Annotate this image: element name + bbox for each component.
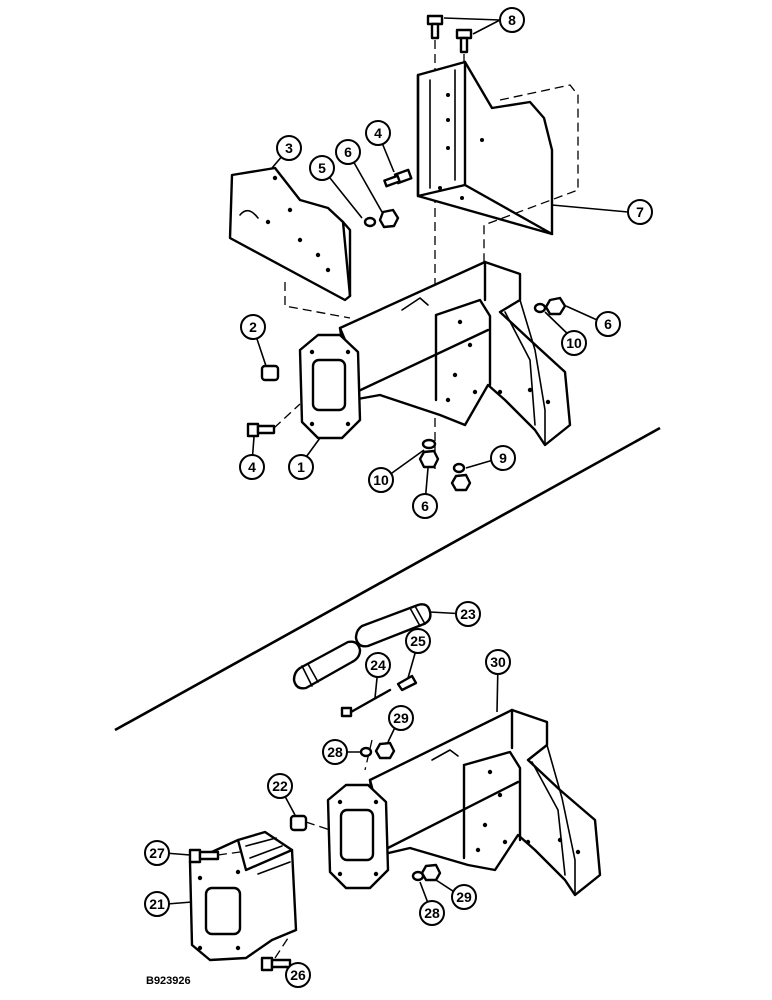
bolt-8a <box>426 14 444 40</box>
callout-label: 9 <box>499 450 507 466</box>
nut-6-lower-b <box>450 473 472 492</box>
callout-label: 6 <box>604 316 612 332</box>
callout-10-upper: 10 <box>561 330 587 356</box>
callout-label: 26 <box>290 967 306 983</box>
callout-5: 5 <box>309 155 335 181</box>
adapter-21 <box>188 830 298 962</box>
callout-3: 3 <box>276 135 302 161</box>
callout-21: 21 <box>144 891 170 917</box>
callout-6-lower: 6 <box>412 493 438 519</box>
callout-label: 23 <box>460 606 476 622</box>
callout-label: 10 <box>373 472 389 488</box>
bolt-27 <box>188 848 220 864</box>
callout-label: 22 <box>272 778 288 794</box>
bolt-4-lower <box>246 422 276 438</box>
nut-29-upper <box>374 741 396 760</box>
callout-label: 28 <box>327 744 343 760</box>
callout-label: 3 <box>285 140 293 156</box>
callout-label: 5 <box>318 160 326 176</box>
nut-6-right <box>544 296 567 316</box>
callout-2: 2 <box>240 314 266 340</box>
flange-30 <box>326 783 390 890</box>
frame-30 <box>368 708 602 897</box>
drawing-reference: B923926 <box>146 975 191 987</box>
washer-5 <box>363 216 377 228</box>
callout-label: 27 <box>149 845 165 861</box>
callout-label: 21 <box>149 896 165 912</box>
callout-label: 25 <box>410 633 426 649</box>
bolt-24 <box>340 688 392 718</box>
callout-label: 28 <box>424 905 440 921</box>
plate-3 <box>228 166 352 302</box>
bracket-7 <box>416 60 554 236</box>
callout-28-lower: 28 <box>419 900 445 926</box>
callout-label: 6 <box>421 498 429 514</box>
callout-label: 30 <box>490 654 506 670</box>
callout-label: 2 <box>249 319 257 335</box>
callout-9: 9 <box>490 445 516 471</box>
callout-6-upper: 6 <box>335 139 361 165</box>
callout-29-lower: 29 <box>451 884 477 910</box>
callout-7: 7 <box>627 199 653 225</box>
nut-6-lower-a <box>418 449 440 469</box>
washer-9 <box>452 462 466 474</box>
callout-label: 29 <box>456 889 472 905</box>
callout-label: 24 <box>370 657 386 673</box>
frame-1 <box>338 260 572 447</box>
washer-10-lower <box>421 438 437 450</box>
callout-4-lower: 4 <box>239 454 265 480</box>
callout-label: 4 <box>248 459 256 475</box>
nut-6-upper <box>378 208 400 229</box>
callout-label: 7 <box>636 204 644 220</box>
flange-1 <box>298 333 362 440</box>
callout-6-right: 6 <box>595 311 621 337</box>
callout-label: 6 <box>344 144 352 160</box>
bushing-2 <box>260 364 280 382</box>
callout-label: 4 <box>374 125 382 141</box>
callout-label: 29 <box>393 710 409 726</box>
callout-30: 30 <box>485 649 511 675</box>
callout-25: 25 <box>405 628 431 654</box>
callout-8: 8 <box>499 7 525 33</box>
callout-24: 24 <box>365 652 391 678</box>
bolt-26 <box>260 956 292 972</box>
bolt-4-upper <box>383 168 413 188</box>
bolt-8b <box>455 28 473 54</box>
grease-fitting-25 <box>396 674 418 692</box>
section-divider-line <box>114 426 661 732</box>
callout-label: 1 <box>297 459 305 475</box>
callout-28-upper: 28 <box>322 739 348 765</box>
callout-4-upper: 4 <box>365 120 391 146</box>
bushing-22 <box>289 814 308 832</box>
callout-label: 10 <box>566 335 582 351</box>
shaft-24 <box>292 640 362 690</box>
callout-22: 22 <box>267 773 293 799</box>
callout-29-upper: 29 <box>388 705 414 731</box>
washer-28-upper <box>359 746 373 758</box>
callout-26: 26 <box>285 962 311 988</box>
shaft-23 <box>354 603 432 648</box>
callout-23: 23 <box>455 601 481 627</box>
callout-1: 1 <box>288 454 314 480</box>
callout-27: 27 <box>144 840 170 866</box>
callout-10-lower: 10 <box>368 467 394 493</box>
nut-29-lower <box>420 863 442 882</box>
washer-10-upper <box>533 302 547 314</box>
callout-label: 8 <box>508 12 516 28</box>
